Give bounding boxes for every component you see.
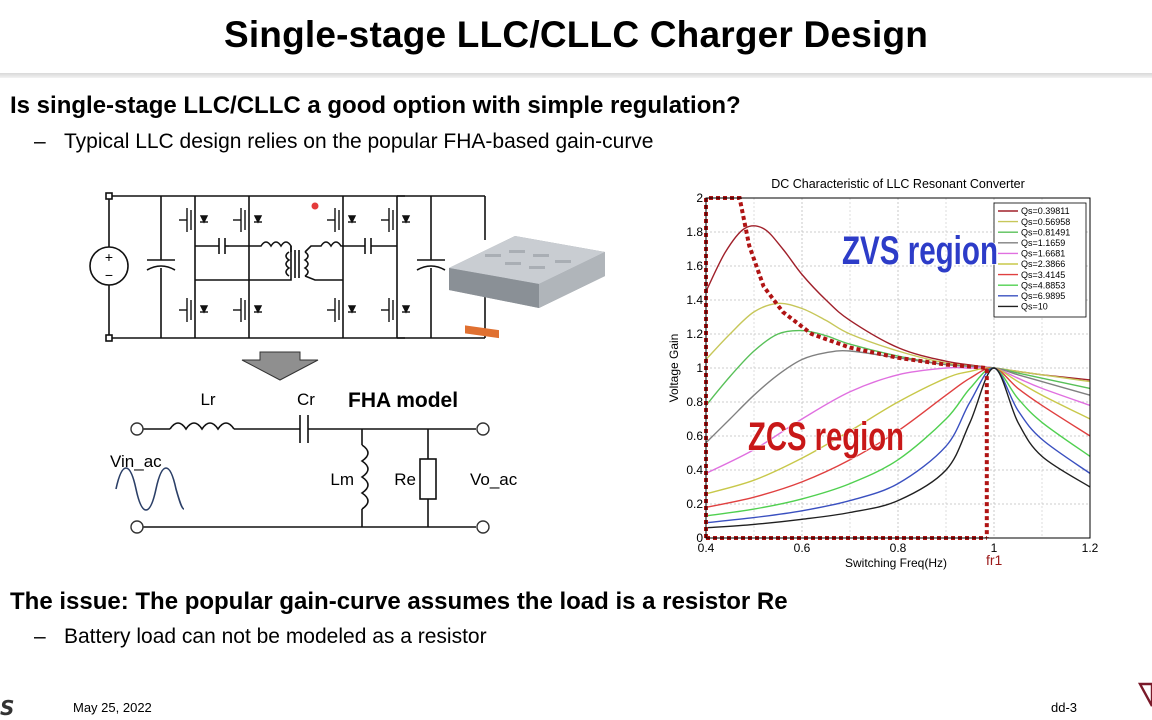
x-tick-label: 0.8 xyxy=(890,541,907,555)
legend-entry: Qs=1.1659 xyxy=(1021,238,1065,248)
llc-gain-chart: 0.4 0.6 0.8 1 1.2 0 0.2 0.4 0.6 0.8 1 1.2 1.4 1.6 1.8 2… xyxy=(667,177,1099,570)
series-line xyxy=(705,366,1091,495)
title-divider xyxy=(0,73,1152,78)
x-tick-label: 1.2 xyxy=(1082,541,1099,555)
label-lr: Lr xyxy=(200,390,215,409)
series-line xyxy=(705,366,1091,475)
llc-power-stage-schematic: + − xyxy=(89,192,605,342)
legend-entry: Qs=2.3866 xyxy=(1021,259,1065,269)
y-tick-label: 0.2 xyxy=(686,497,703,511)
chart-xlabel: Switching Freq(Hz) xyxy=(845,556,947,570)
bullet-fha: –Typical LLC design relies on the popula… xyxy=(34,130,654,154)
zcs-region-label: ZCS region xyxy=(748,415,904,459)
fha-model-schematic: Lr Cr FHA model Lm Re Vin_ac Vo_ac xyxy=(110,389,518,534)
fha-model-label: FHA model xyxy=(348,389,458,412)
heading-question: Is single-stage LLC/CLLC a good option w… xyxy=(10,92,741,119)
footer-date: May 25, 2022 xyxy=(73,700,152,715)
cursor-dot-icon xyxy=(310,201,320,211)
slide-title: Single-stage LLC/CLLC Charger Design xyxy=(223,14,929,55)
y-tick-label: 1.2 xyxy=(686,327,703,341)
series-line xyxy=(705,367,1091,509)
label-re: Re xyxy=(394,470,416,489)
fr1-label: fr1 xyxy=(986,552,1003,568)
y-tick-label: 0.8 xyxy=(686,395,703,409)
legend-entry: Qs=0.39811 xyxy=(1021,206,1070,216)
legend-entry: Qs=10 xyxy=(1021,302,1048,312)
x-tick-label: 0.4 xyxy=(698,541,715,555)
source-plus: + xyxy=(105,249,113,265)
bullet-battery: –Battery load can not be modeled as a re… xyxy=(34,625,487,649)
legend-entry: Qs=4.8853 xyxy=(1021,280,1065,290)
series-line xyxy=(705,329,1091,406)
series-line xyxy=(705,302,1091,383)
bullet-fha-text: Typical LLC design relies on the popular… xyxy=(64,130,654,153)
legend-entry: Qs=0.56958 xyxy=(1021,217,1070,227)
zvs-region-label: ZVS region xyxy=(842,229,998,273)
sine-wave-icon xyxy=(115,467,185,511)
y-tick-label: 0 xyxy=(696,531,703,545)
label-cr: Cr xyxy=(297,390,315,409)
x-tick-label: 0.6 xyxy=(794,541,811,555)
y-tick-label: 1.8 xyxy=(686,225,703,239)
transform-arrow-icon xyxy=(241,351,319,381)
plot-frame xyxy=(705,197,1091,539)
label-lm: Lm xyxy=(330,470,354,489)
battery-pack-icon xyxy=(449,236,605,339)
bullet-battery-text: Battery load can not be modeled as a res… xyxy=(64,625,487,648)
y-tick-label: 1 xyxy=(696,361,703,375)
dc-source-icon xyxy=(89,246,129,286)
series-line xyxy=(705,367,1091,517)
y-tick-label: 0.6 xyxy=(686,429,703,443)
bullet-dash: – xyxy=(34,625,46,648)
series-line xyxy=(705,367,1091,529)
footer-page-number: dd-3 xyxy=(1051,700,1078,715)
y-tick-label: 2 xyxy=(696,191,703,205)
x-tick-label: 1 xyxy=(991,541,998,555)
y-tick-label: 1.6 xyxy=(686,259,703,273)
legend-entry: Qs=1.6681 xyxy=(1021,249,1065,259)
company-logo-left: S xyxy=(0,696,15,720)
legend-entry: Qs=6.9895 xyxy=(1021,291,1065,301)
chart-ylabel: Voltage Gain xyxy=(667,334,681,403)
source-minus: − xyxy=(105,267,113,283)
legend-entry: Qs=3.4145 xyxy=(1021,270,1065,280)
y-tick-label: 0.4 xyxy=(686,463,703,477)
label-vin-ac: Vin_ac xyxy=(110,452,162,471)
bullet-dash: – xyxy=(34,130,46,153)
heading-issue: The issue: The popular gain-curve assume… xyxy=(10,588,788,615)
legend-entry: Qs=0.81491 xyxy=(1021,227,1070,237)
label-vo-ac: Vo_ac xyxy=(470,470,518,489)
chart-title: DC Characteristic of LLC Resonant Conver… xyxy=(771,177,1025,191)
series-line xyxy=(705,350,1091,444)
series-line xyxy=(705,367,1091,524)
company-logo-right-icon xyxy=(1137,682,1152,707)
y-tick-label: 1.4 xyxy=(686,293,703,307)
